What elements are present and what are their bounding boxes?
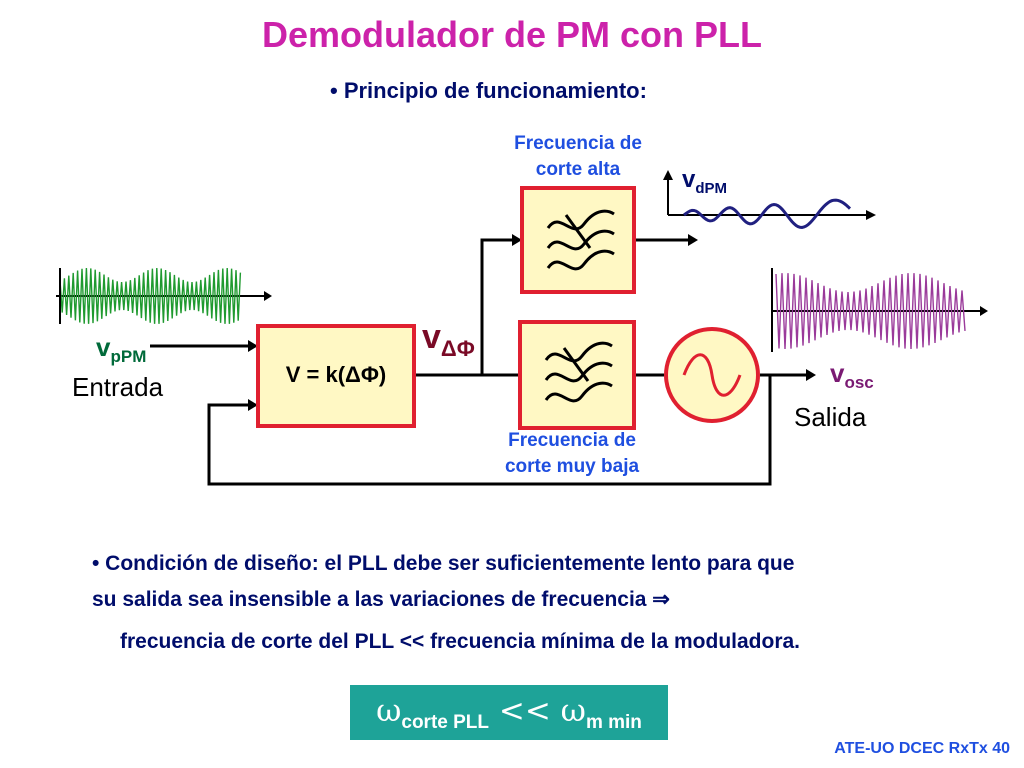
wire-arrows	[248, 234, 816, 411]
formula: ωcorte PLL << ωm min	[350, 693, 668, 734]
highpass-label-line2: corte alta	[535, 159, 621, 180]
phase-var-main: v	[422, 318, 441, 356]
formula-operator: <<	[489, 693, 561, 729]
sine-wave-icon	[682, 353, 742, 397]
highpass-filter-label: Frecuencia de corte alta	[488, 131, 668, 183]
formula-box: ωcorte PLL << ωm min	[350, 685, 668, 740]
condition-line2: su salida sea insensible a las variacion…	[92, 588, 670, 611]
lowpass-filter-icon	[544, 341, 613, 403]
formula-sub2: m min	[585, 712, 642, 734]
output-var-sub: osc	[844, 373, 874, 393]
lowpass-filter-label: Frecuencia de corte muy baja	[482, 428, 662, 480]
connection-wires	[150, 238, 806, 486]
input-signal-wave	[59, 267, 242, 324]
page-title: Demodulador de PM con PLL	[261, 14, 763, 55]
demod-var-sub: dPM	[695, 179, 728, 197]
input-arrow	[248, 340, 258, 352]
branch-to-highpass-wire	[480, 238, 512, 375]
phase-detector-box	[256, 324, 416, 428]
output-signal-graph	[771, 268, 988, 352]
condition-line1: • Condición de diseño: el PLL debe ser s…	[92, 552, 795, 575]
output-var-main: v	[830, 358, 845, 388]
phase-variable-label: vΔΦ	[422, 318, 475, 362]
input-variable-label: vpPM	[96, 332, 146, 367]
output-signal-axis-arrow	[980, 306, 988, 316]
highpass-input-arrow	[512, 234, 522, 246]
feedback-wire	[207, 375, 772, 486]
highpass-output-arrow	[688, 234, 698, 246]
input-label: Entrada	[72, 372, 164, 402]
highpass-filter-block	[520, 186, 636, 294]
formula-omega2: ω	[560, 693, 586, 729]
footer-label: ATE-UO DCEC RxTx 40	[834, 740, 1010, 757]
input-var-main: v	[96, 332, 111, 362]
demod-variable-label: vdPM	[682, 166, 727, 197]
phase-var-sub: ΔΦ	[440, 335, 475, 361]
formula-omega1: ω	[376, 693, 402, 729]
output-label: Salida	[794, 402, 867, 432]
demod-haxis-arrow	[866, 210, 876, 220]
demod-signal-graph	[663, 170, 876, 230]
lowpass-filter-block	[518, 320, 636, 430]
demod-vaxis-arrow	[663, 170, 673, 180]
condition-line3: frecuencia de corte del PLL << frecuenci…	[120, 630, 801, 653]
lowpass-label-line1: Frecuencia de	[508, 430, 636, 451]
design-condition: • Condición de diseño: el PLL debe ser s…	[92, 546, 972, 618]
feedback-arrow	[248, 399, 258, 411]
demod-signal-wave	[683, 198, 852, 230]
highpass-label-line1: Frecuencia de	[514, 133, 642, 154]
demod-var-main: v	[682, 166, 696, 193]
input-var-sub: pPM	[110, 347, 147, 367]
vco-block	[664, 327, 760, 423]
formula-sub1: corte PLL	[401, 712, 489, 734]
output-signal-wave	[775, 273, 966, 350]
highpass-filter-icon	[546, 209, 615, 271]
phase-detector-label: V = k(ΔΦ)	[285, 362, 387, 387]
input-signal-axis-arrow	[264, 291, 272, 301]
vco-output-arrow	[806, 369, 816, 381]
input-signal-graph	[56, 267, 272, 324]
output-variable-label: vosc	[830, 358, 874, 393]
subtitle: • Principio de funcionamiento:	[330, 78, 647, 103]
lowpass-label-line2: corte muy baja	[504, 456, 640, 477]
